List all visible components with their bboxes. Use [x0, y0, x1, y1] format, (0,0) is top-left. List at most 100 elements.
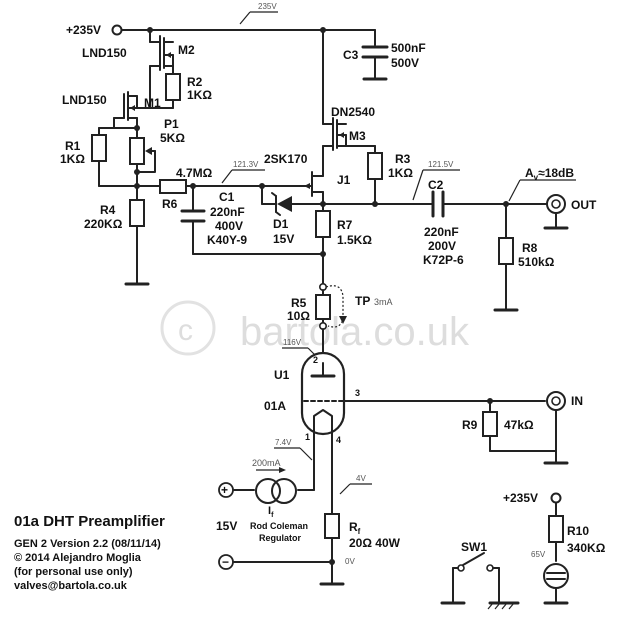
- rf-ref: Rf: [349, 520, 361, 536]
- r6-value: 4.7MΩ: [176, 166, 213, 180]
- r10-ref: R10: [567, 524, 589, 538]
- email: valves@bartola.co.uk: [14, 580, 128, 592]
- p1-value: 5KΩ: [160, 131, 185, 145]
- p1-ref: P1: [164, 117, 179, 131]
- plus-sign: +: [221, 483, 228, 497]
- r7-ref: R7: [337, 218, 353, 232]
- if-label: If: [268, 505, 274, 519]
- potentiometer-p1: [129, 127, 156, 189]
- r2-ref: R2: [187, 75, 203, 89]
- in-jack-icon: [546, 391, 566, 411]
- node-voltage-121-3: 121.3V: [233, 160, 259, 169]
- in-label: IN: [571, 394, 583, 408]
- u1-part: 01A: [264, 399, 286, 413]
- mosfet-m2: [149, 29, 174, 75]
- resistor-r3: [367, 152, 383, 205]
- capacitor-c3: [361, 45, 389, 81]
- r10-branch: [543, 492, 569, 605]
- c3-value: 500nF: [391, 41, 426, 55]
- c3-voltage: 500V: [391, 56, 419, 70]
- r10-value: 340KΩ: [567, 541, 606, 555]
- m3-part: DN2540: [331, 105, 375, 119]
- c2-part: K72P-6: [423, 253, 464, 267]
- c2-value: 220nF: [424, 225, 459, 239]
- title-block: 01a DHT Preamplifier GEN 2 Version 2.2 (…: [14, 513, 165, 592]
- current-regulator-icon: [255, 467, 297, 504]
- regulator-line1: Rod Coleman: [250, 521, 308, 531]
- r8-value: 510kΩ: [518, 255, 555, 269]
- r4-value: 220KΩ: [84, 217, 123, 231]
- pin-3-label: 3: [355, 388, 360, 398]
- node-voltage-121-5: 121.5V: [428, 160, 454, 169]
- c1-part: K40Y-9: [207, 233, 247, 247]
- out-jack-icon: [543, 194, 569, 230]
- m1-ref: M1: [144, 96, 161, 110]
- r2-value: 1KΩ: [187, 88, 212, 102]
- node-voltage-116: 116V: [283, 338, 302, 347]
- regulator-supply-voltage: 15V: [216, 519, 237, 533]
- m3-ref: M3: [349, 129, 366, 143]
- j1-part: 2SK170: [264, 152, 308, 166]
- version: GEN 2 Version 2.2 (08/11/14): [14, 538, 161, 550]
- d1-value: 15V: [273, 232, 294, 246]
- tp-current: 3mA: [374, 297, 393, 307]
- c3-ref: C3: [343, 48, 359, 62]
- r4-ref: R4: [100, 203, 116, 217]
- d1-ref: D1: [273, 217, 289, 231]
- resistor-r6: [159, 179, 301, 194]
- r9-value: 47kΩ: [504, 418, 534, 432]
- sw1-ref: SW1: [461, 540, 487, 554]
- neon-voltage: 65V: [531, 550, 546, 559]
- minus-terminal-icon: [218, 554, 234, 570]
- r3-value: 1KΩ: [388, 166, 413, 180]
- c2-voltage: 200V: [428, 239, 456, 253]
- title: 01a DHT Preamplifier: [14, 513, 165, 530]
- mosfet-m1: [113, 91, 151, 129]
- usage-note: (for personal use only): [14, 566, 133, 578]
- pin-1-label: 1: [305, 432, 310, 442]
- j1-ref: J1: [337, 173, 351, 187]
- r5-ref: R5: [291, 296, 307, 310]
- supply-label: +235V: [66, 23, 101, 37]
- output-node: [320, 201, 433, 207]
- switch-sw1: [440, 552, 520, 610]
- jfet-j1: [299, 171, 324, 212]
- c1-ref: C1: [219, 190, 235, 204]
- c1-value: 220nF: [210, 205, 245, 219]
- node-voltage-0: 0V: [345, 557, 355, 566]
- pin-2-label: 2: [313, 355, 318, 365]
- resistor-r4: [124, 185, 150, 286]
- gain-label: Av≈18dB: [525, 166, 574, 182]
- supply-rail: [111, 11, 376, 46]
- node-voltage-4: 4V: [356, 474, 366, 483]
- m2-part: LND150: [82, 46, 127, 60]
- gain-annotation: [508, 179, 576, 202]
- resistor-r7: [315, 203, 331, 284]
- m1-part: LND150: [62, 93, 107, 107]
- regulator-line2: Regulator: [259, 533, 302, 543]
- c1-voltage: 400V: [215, 219, 243, 233]
- mosfet-m3: [322, 29, 376, 177]
- neon-lamp-icon: [543, 563, 569, 589]
- capacitor-c1: [180, 185, 324, 255]
- resistor-r2: [149, 65, 181, 109]
- plus-terminal-icon: [218, 482, 234, 498]
- supply-terminal-icon-2: [550, 492, 562, 504]
- filament-circuit: [233, 437, 345, 586]
- r6-ref: R6: [162, 197, 178, 211]
- tube-u1: [300, 351, 546, 439]
- zener-d1: [261, 185, 324, 216]
- watermark: c bartola.co.uk: [160, 300, 470, 356]
- u1-ref: U1: [274, 368, 290, 382]
- svg-text:c: c: [178, 314, 193, 347]
- r5-value: 10Ω: [287, 309, 310, 323]
- copyright: © 2014 Alejandro Moglia: [14, 552, 142, 564]
- node-voltage-7-4: 7.4V: [275, 438, 292, 447]
- test-point: [325, 285, 347, 328]
- rf-value: 20Ω 40W: [349, 536, 401, 550]
- pin-4-label: 4: [336, 435, 341, 445]
- out-label: OUT: [571, 198, 597, 212]
- minus-sign: −: [222, 555, 229, 569]
- r1-ref: R1: [65, 139, 81, 153]
